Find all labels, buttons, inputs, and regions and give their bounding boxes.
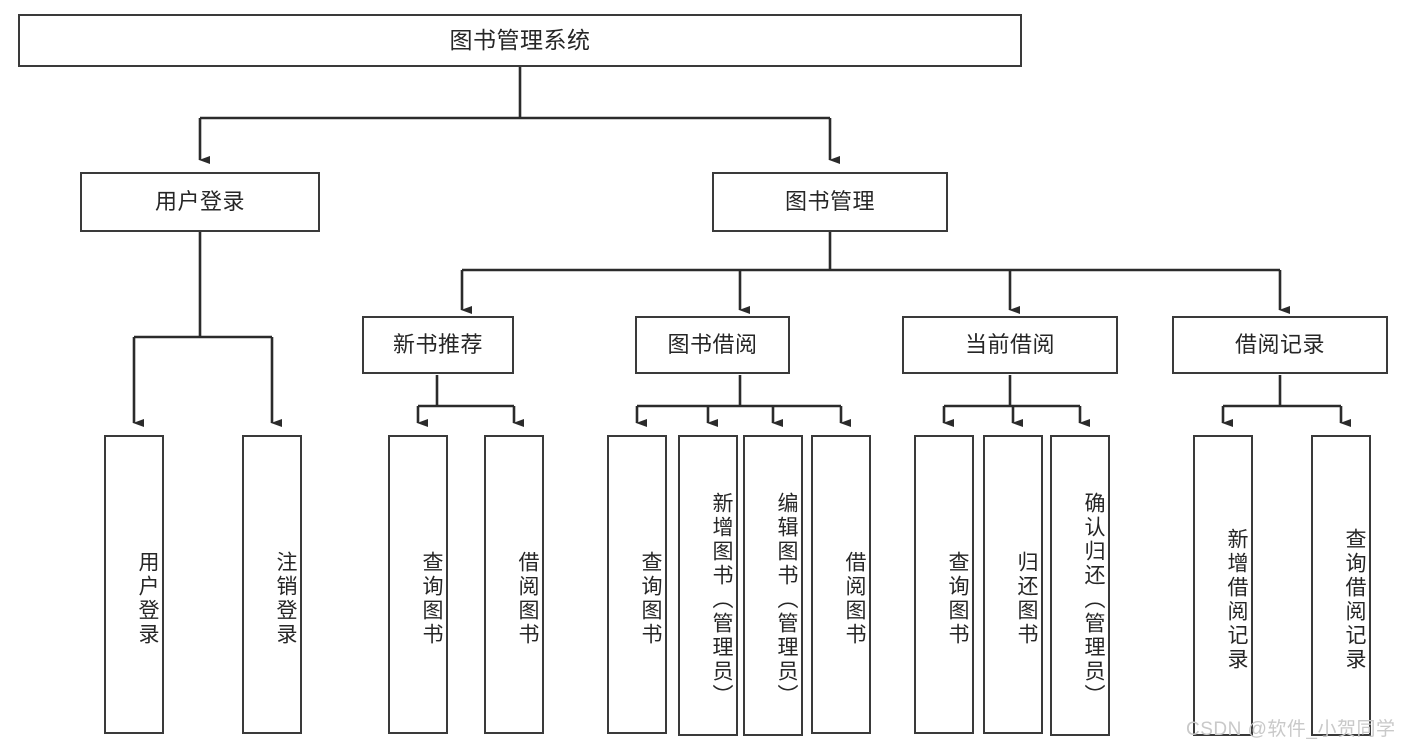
leaf-return-book[interactable]: 归还图书 bbox=[983, 435, 1043, 734]
node-label: 查询图书 bbox=[946, 550, 969, 647]
leaf-user-login[interactable]: 用户登录 bbox=[104, 435, 164, 734]
leaf-query-book-current[interactable]: 查询图书 bbox=[914, 435, 974, 734]
node-label: 用户登录 bbox=[136, 550, 159, 647]
leaf-query-book-newbook[interactable]: 查询图书 bbox=[388, 435, 448, 734]
leaf-borrow-book[interactable]: 借阅图书 bbox=[811, 435, 871, 734]
leaf-query-borrow-record[interactable]: 查询借阅记录 bbox=[1311, 435, 1371, 736]
node-label: 查询借阅记录 bbox=[1343, 527, 1366, 672]
node-label: 确认归还（管理员） bbox=[1082, 491, 1105, 708]
node-label: 图书借阅 bbox=[667, 331, 758, 357]
node-label: 归还图书 bbox=[1015, 550, 1038, 647]
leaf-edit-book-admin[interactable]: 编辑图书（管理员） bbox=[743, 435, 803, 736]
node-root[interactable]: 图书管理系统 bbox=[18, 14, 1022, 67]
node-label: 用户登录 bbox=[154, 188, 245, 214]
node-current-borrow[interactable]: 当前借阅 bbox=[902, 316, 1118, 374]
leaf-borrow-book-newbook[interactable]: 借阅图书 bbox=[484, 435, 544, 734]
node-label: 借阅图书 bbox=[843, 550, 866, 647]
leaf-query-book-borrow[interactable]: 查询图书 bbox=[607, 435, 667, 734]
node-label: 编辑图书（管理员） bbox=[775, 491, 798, 708]
node-label: 图书管理系统 bbox=[449, 26, 591, 53]
node-label: 借阅记录 bbox=[1234, 331, 1325, 357]
node-new-book-recommend[interactable]: 新书推荐 bbox=[362, 316, 514, 374]
leaf-confirm-return-admin[interactable]: 确认归还（管理员） bbox=[1050, 435, 1110, 736]
watermark: CSDN @软件_小贺同学 bbox=[1186, 719, 1396, 740]
node-book-borrow[interactable]: 图书借阅 bbox=[635, 316, 790, 374]
node-book-management[interactable]: 图书管理 bbox=[712, 172, 948, 232]
node-label: 新增借阅记录 bbox=[1225, 527, 1248, 672]
node-label: 查询图书 bbox=[639, 550, 662, 647]
node-label: 查询图书 bbox=[420, 550, 443, 647]
leaf-logout[interactable]: 注销登录 bbox=[242, 435, 302, 734]
node-label: 新增图书（管理员） bbox=[710, 491, 733, 708]
node-label: 新书推荐 bbox=[392, 331, 483, 357]
node-label: 注销登录 bbox=[274, 550, 297, 647]
node-label: 图书管理 bbox=[784, 188, 875, 214]
node-user-login[interactable]: 用户登录 bbox=[80, 172, 320, 232]
node-borrow-record[interactable]: 借阅记录 bbox=[1172, 316, 1388, 374]
node-label: 当前借阅 bbox=[964, 331, 1055, 357]
leaf-add-borrow-record[interactable]: 新增借阅记录 bbox=[1193, 435, 1253, 736]
leaf-add-book-admin[interactable]: 新增图书（管理员） bbox=[678, 435, 738, 736]
node-label: 借阅图书 bbox=[516, 550, 539, 647]
